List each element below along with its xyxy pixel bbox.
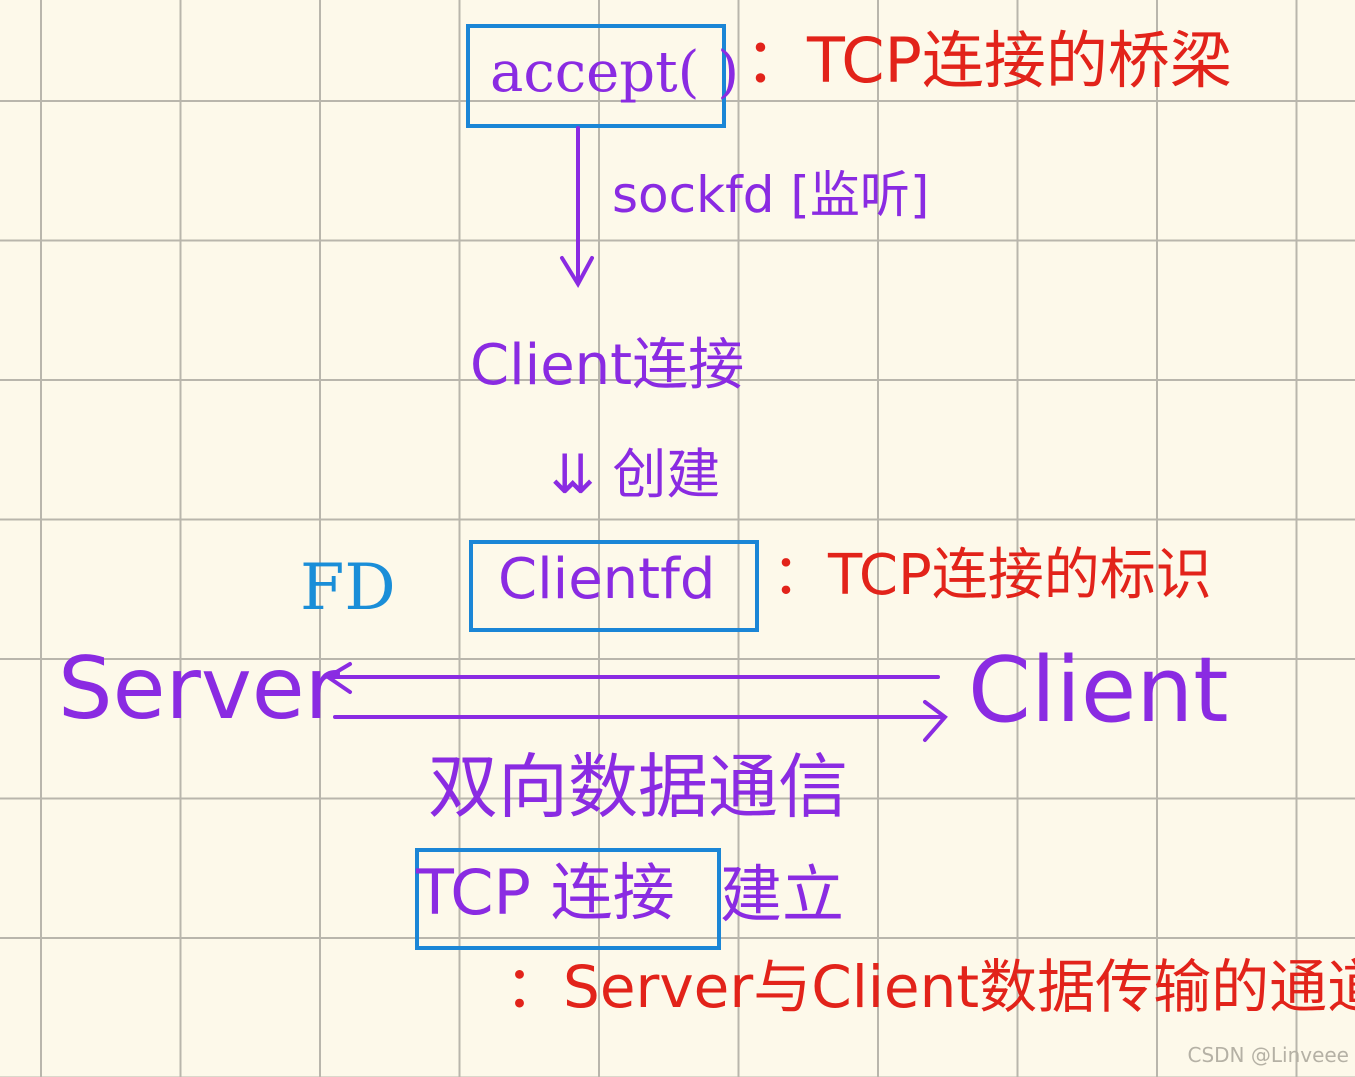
bidirectional-label: 双向数据通信 [428,746,848,828]
accept-desc: ：TCP连接的桥梁 [745,24,1232,97]
fd-label: FD [300,551,396,625]
server-label: Server [58,639,341,739]
right-arrow [333,700,948,742]
tcp-box [415,848,721,950]
tcp-suffix: 建立 [720,858,845,931]
channel-desc: ：Server与Client数据传输的通道 [505,953,1355,1021]
client-connect-label: Client连接 [470,333,745,398]
accept-box [466,24,726,128]
create-label: ⇊ 创建 [550,443,721,506]
tcp-label: TCP 连接 [416,856,675,929]
clientfd-box [469,540,759,632]
down-arrow [560,126,594,289]
clientfd-label: Clientfd [498,547,716,612]
sockfd-label: sockfd [监听] [612,166,930,224]
client-label: Client [968,638,1229,743]
clientfd-desc: ：TCP连接的标识 [772,543,1212,608]
left-arrow [324,662,940,694]
accept-label: accept( ) [490,40,740,105]
watermark: CSDN @Linveee [1187,1043,1349,1067]
